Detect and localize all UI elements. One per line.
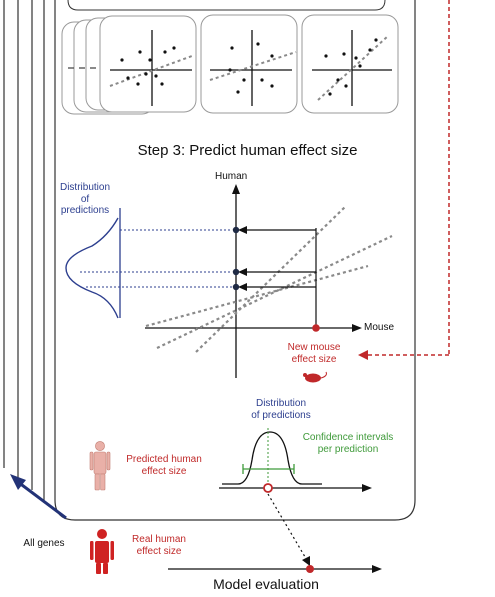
evaluation-arrow <box>267 493 309 563</box>
model-evaluation-label: Model evaluation <box>213 576 319 592</box>
all-genes-label: All genes <box>23 538 65 549</box>
left-distribution <box>65 208 121 319</box>
human-figure-icon <box>89 441 111 491</box>
feedback-arrowhead <box>358 350 368 360</box>
distribution-guides <box>80 229 232 288</box>
feedback-arrow <box>362 0 450 356</box>
mouse-icon <box>303 371 327 383</box>
new-mouse-label: New mouse effect size <box>287 342 341 365</box>
real-human-label: Real human effect size <box>132 534 186 557</box>
all-genes-arrow-shaft <box>17 480 67 520</box>
step2-top-border <box>67 0 386 11</box>
mouse-axis-label: Mouse <box>364 322 395 333</box>
predicted-points <box>232 226 240 291</box>
step3-title: Step 3: Predict human effect size <box>137 142 358 159</box>
predicted-human-label: Predicted human effect size <box>126 454 202 477</box>
bottom-distribution-curve <box>222 431 322 485</box>
all-genes-arrowhead <box>10 474 26 490</box>
predicted-point <box>263 483 273 493</box>
real-point <box>306 565 314 573</box>
confidence-interval <box>242 464 295 474</box>
step2-panels <box>61 14 399 115</box>
bottom-distribution-label: Distribution of predictions <box>251 398 311 421</box>
projection-arrowheads <box>238 226 247 291</box>
main-y-arrowhead <box>232 184 240 194</box>
real-axis-arrowhead <box>372 565 382 573</box>
gene-stack-frames <box>3 0 416 521</box>
projection-arrows <box>242 229 316 288</box>
bottom-x-arrowhead <box>362 484 372 492</box>
main-x-arrowhead <box>352 324 362 332</box>
left-distribution-label: Distribution of predictions <box>59 182 111 216</box>
human-axis-label: Human <box>215 171 248 182</box>
confidence-intervals-label: Confidence intervals per prediction <box>302 432 394 455</box>
new-mouse-point <box>312 324 320 332</box>
main-regression-lines <box>145 205 393 353</box>
human-figure-red-icon <box>90 529 114 574</box>
evaluation-arrowhead <box>302 556 310 566</box>
